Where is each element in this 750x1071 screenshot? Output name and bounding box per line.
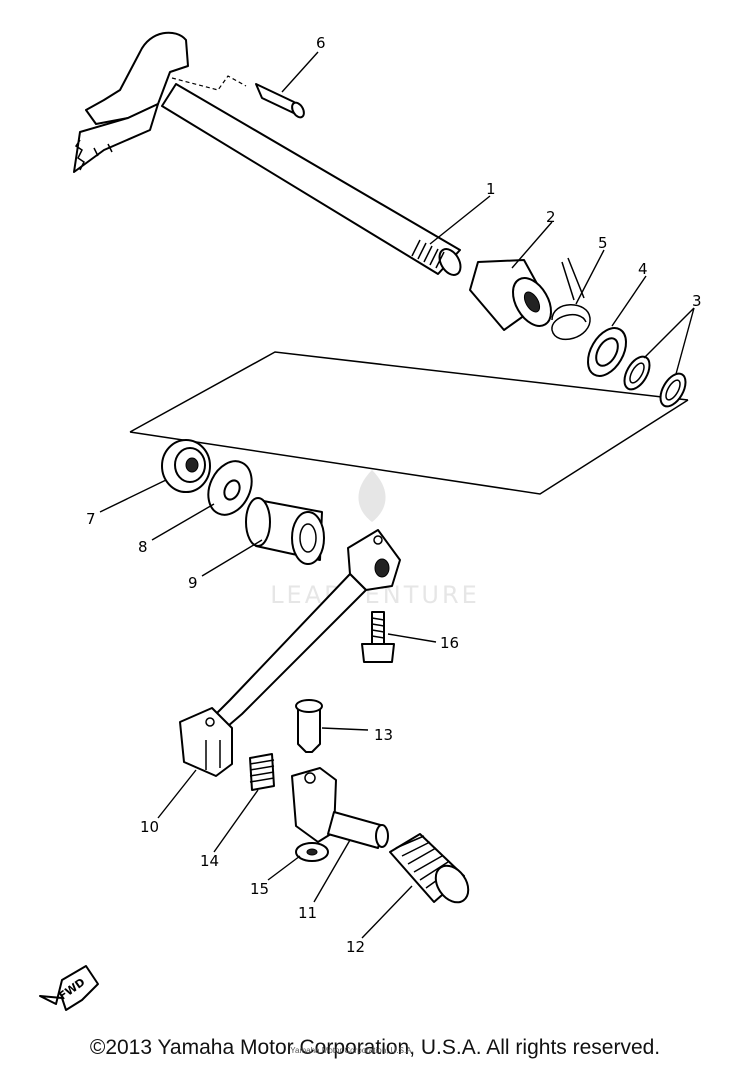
leader-6 bbox=[281, 51, 319, 93]
shift-shaft-spline bbox=[411, 239, 445, 269]
circlip-a bbox=[623, 355, 651, 391]
bearing bbox=[161, 439, 211, 493]
callout-2: 2 bbox=[546, 208, 556, 226]
leader-16 bbox=[387, 633, 437, 643]
shift-shaft-tube bbox=[161, 83, 461, 275]
bolt-16 bbox=[361, 611, 395, 663]
leader-12 bbox=[361, 885, 413, 939]
copyright-notice: ©2013 Yamaha Motor Corporation, U.S.A. A… bbox=[89, 1036, 661, 1059]
leader-2 bbox=[511, 221, 553, 269]
bolt-16-head bbox=[361, 643, 395, 663]
shift-shaft-teeth bbox=[74, 139, 113, 171]
leader-15 bbox=[267, 855, 301, 881]
circlip-b bbox=[659, 372, 687, 408]
fwd-arrow-icon: FWD bbox=[39, 965, 99, 1011]
bushing-bore bbox=[299, 523, 317, 553]
callout-1: 1 bbox=[486, 180, 496, 198]
shift-pedal-end-hole bbox=[205, 717, 215, 727]
rubber-cover bbox=[389, 833, 470, 904]
pivot-pin-head bbox=[295, 699, 323, 713]
shift-peg-rod bbox=[327, 811, 385, 849]
leader-7 bbox=[99, 479, 167, 513]
callout-15: 15 bbox=[250, 880, 269, 898]
bushing-face bbox=[291, 511, 325, 565]
washer-8-inner bbox=[223, 479, 241, 501]
washer-8 bbox=[207, 460, 253, 516]
shift-shaft-end bbox=[438, 248, 462, 276]
callout-3: 3 bbox=[692, 292, 702, 310]
callout-11: 11 bbox=[298, 904, 317, 922]
leader-9 bbox=[201, 539, 263, 577]
shift-shaft bbox=[73, 31, 462, 276]
shift-peg bbox=[291, 767, 389, 849]
pedal-spring bbox=[249, 753, 275, 791]
washer-15-inner bbox=[306, 848, 318, 856]
collar-bore bbox=[523, 291, 541, 313]
bushing-back bbox=[245, 497, 271, 547]
pedal-spring-turns bbox=[249, 759, 275, 783]
bearing-bore bbox=[185, 457, 199, 473]
assembly-outline bbox=[129, 351, 689, 495]
leader-1 bbox=[429, 195, 491, 245]
washer-4-inner bbox=[595, 337, 619, 367]
fwd-arrow-shape bbox=[39, 965, 99, 1011]
leader-13 bbox=[321, 727, 369, 731]
shift-shaft-claw bbox=[73, 103, 159, 173]
shift-shaft-arm bbox=[85, 31, 189, 125]
rubber-cover-ribs bbox=[395, 835, 455, 889]
shift-pedal-bolt-hole bbox=[373, 535, 383, 545]
callout-16: 16 bbox=[440, 634, 459, 652]
circlip-b-inner bbox=[665, 379, 681, 401]
shift-peg-hole bbox=[304, 772, 316, 784]
leader-4 bbox=[611, 275, 647, 327]
pivot-pin bbox=[295, 699, 323, 753]
circlips bbox=[623, 355, 687, 408]
leader-lines bbox=[99, 51, 695, 939]
washer-4 bbox=[587, 327, 627, 377]
return-spring bbox=[551, 257, 591, 341]
dowel-pin bbox=[255, 83, 305, 119]
flame-icon bbox=[358, 470, 386, 522]
leader-3b bbox=[675, 307, 695, 375]
callout-8: 8 bbox=[138, 538, 148, 556]
bolt-16-shank bbox=[371, 611, 385, 645]
leader-14 bbox=[213, 789, 259, 853]
shift-pedal-slot bbox=[205, 740, 221, 770]
shift-peg-rod-end bbox=[375, 824, 389, 848]
pin-dash-guide bbox=[171, 75, 247, 91]
callouts: 1 2 3 4 5 6 7 8 9 10 11 12 13 14 15 16 bbox=[86, 34, 702, 956]
leader-10 bbox=[157, 769, 197, 819]
leader-3a bbox=[643, 307, 695, 359]
washer-15 bbox=[295, 842, 329, 862]
circlip-a-inner bbox=[629, 362, 645, 384]
callout-4: 4 bbox=[638, 260, 648, 278]
rubber-cover-face bbox=[434, 864, 470, 904]
dowel-pin-end bbox=[291, 101, 305, 119]
callout-13: 13 bbox=[374, 726, 393, 744]
callout-12: 12 bbox=[346, 938, 365, 956]
watermark: LEADVENTURE bbox=[270, 470, 477, 609]
shift-pedal bbox=[179, 529, 401, 777]
leader-8 bbox=[151, 503, 215, 541]
callout-6: 6 bbox=[316, 34, 326, 52]
callout-7: 7 bbox=[86, 510, 96, 528]
collar bbox=[469, 259, 552, 331]
callout-9: 9 bbox=[188, 574, 198, 592]
callout-5: 5 bbox=[598, 234, 608, 252]
callout-10: 10 bbox=[140, 818, 159, 836]
copyright-subline: Yamaha Motor Corporation, U.S.A. bbox=[290, 1046, 414, 1055]
shift-pedal-spline-hole bbox=[374, 558, 390, 578]
callout-14: 14 bbox=[200, 852, 219, 870]
bolt-16-thread bbox=[371, 617, 385, 639]
return-spring-coil bbox=[551, 257, 591, 341]
leader-5 bbox=[575, 249, 605, 305]
bushing bbox=[245, 497, 325, 565]
leader-11 bbox=[313, 839, 351, 903]
